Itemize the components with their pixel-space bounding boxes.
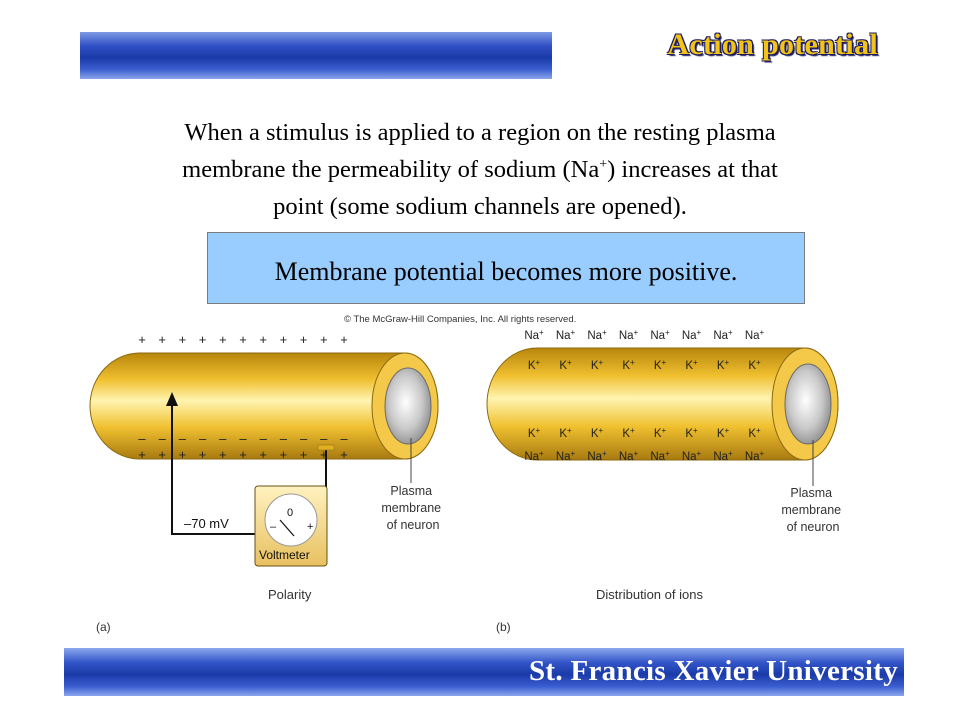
panel-a-letter: (a) [96, 620, 111, 634]
plus-sign: + [199, 447, 207, 462]
plus-sign: + [219, 447, 227, 462]
meter-needle [279, 519, 295, 537]
sodium-ion: Na+ [619, 328, 639, 342]
neuron-figure: © The McGraw-Hill Companies, Inc. All ri… [89, 314, 844, 634]
sodium-ion: Na+ [713, 449, 733, 463]
body-line-2-start: membrane the permeability of sodium (Na [182, 156, 600, 183]
sodium-ion: Na+ [556, 328, 576, 342]
sodium-ion: Na+ [745, 449, 765, 463]
footer-bar: St. Francis Xavier University [64, 648, 904, 696]
membrane-label-a-line-2: membrane [381, 501, 441, 515]
sodium-ion: Na+ [713, 328, 733, 342]
plus-sign: + [179, 447, 187, 462]
sodium-ion: Na+ [587, 449, 607, 463]
meter-plus-label: + [307, 521, 313, 533]
plus-sign: + [259, 332, 267, 347]
plus-sign: + [259, 447, 267, 462]
plus-sign: + [199, 332, 207, 347]
callout-text: Membrane potential becomes more positive… [274, 257, 738, 286]
sodium-ion: Na+ [650, 449, 670, 463]
minus-sign: – [260, 431, 268, 446]
panel-a: +++++++++++ ––––––––––– ––––––––––– ++++… [89, 332, 444, 634]
membrane-label-a-line-1: Plasma [390, 484, 432, 498]
minus-sign: – [138, 431, 146, 446]
plus-sign: + [239, 447, 247, 462]
axon-a-lumen [384, 367, 432, 445]
plus-sign: + [320, 447, 328, 462]
voltage-reading: –70 mV [184, 516, 229, 531]
body-paragraph: When a stimulus is applied to a region o… [60, 114, 900, 225]
plus-sign: + [280, 332, 288, 347]
sodium-ion: Na+ [619, 449, 639, 463]
sodium-ion: Na+ [745, 328, 765, 342]
body-line-2-end: ) increases at that [607, 156, 778, 183]
sodium-ions-top: Na+ Na+ Na+ Na+ Na+ Na+ Na+ Na+ [524, 328, 764, 342]
sodium-ions-bottom: Na+ Na+ Na+ Na+ Na+ Na+ Na+ Na+ [524, 449, 764, 463]
minus-sign: – [179, 431, 187, 446]
plus-sign: + [138, 447, 146, 462]
minus-signs-bottom-a: ––––––––––– [138, 431, 348, 446]
sodium-ion: Na+ [524, 449, 544, 463]
minus-sign: – [300, 431, 308, 446]
plus-signs-top-a: + + + + + + + + + + + [138, 332, 348, 347]
plus-signs-bottom-a: + + + + + + + + + + + [138, 447, 348, 462]
minus-sign: – [280, 431, 288, 446]
plus-sign: + [340, 447, 348, 462]
minus-sign: – [340, 431, 348, 446]
membrane-label-b-line-1: Plasma [790, 486, 832, 500]
plus-sign: + [138, 332, 146, 347]
membrane-label-b: Plasma membrane of neuron [781, 486, 844, 534]
surface-electrode [317, 444, 335, 451]
copyright-text: © The McGraw-Hill Companies, Inc. All ri… [344, 314, 576, 325]
slide-title: Action potential [667, 28, 878, 61]
membrane-label-b-line-2: membrane [781, 503, 841, 517]
plus-sign: + [219, 332, 227, 347]
sodium-ion: Na+ [587, 328, 607, 342]
voltmeter: 0 – + Voltmeter [254, 485, 328, 567]
plus-sign: + [300, 332, 308, 347]
header-bar [80, 32, 552, 79]
body-line-2: membrane the permeability of sodium (Na+… [60, 151, 900, 188]
membrane-label-b-line-3: of neuron [787, 520, 840, 534]
sodium-charge: + [599, 156, 608, 172]
plus-sign: + [280, 447, 288, 462]
panel-a-caption: Polarity [268, 587, 312, 602]
plus-sign: + [158, 447, 166, 462]
minus-sign: – [159, 431, 167, 446]
panel-b-caption: Distribution of ions [596, 587, 703, 602]
electrode-tip-arrow [166, 392, 178, 406]
body-line-3: point (some sodium channels are opened). [273, 193, 687, 220]
plus-sign: + [179, 332, 187, 347]
sodium-ion: Na+ [556, 449, 576, 463]
plus-sign: + [340, 332, 348, 347]
electrode-wire-left [171, 402, 255, 535]
plus-sign: + [300, 447, 308, 462]
voltmeter-label: Voltmeter [259, 548, 310, 562]
footer-institution: St. Francis Xavier University [528, 655, 898, 687]
sodium-ion: Na+ [650, 328, 670, 342]
body-line-1: When a stimulus is applied to a region o… [184, 119, 776, 146]
callout-box: Membrane potential becomes more positive… [207, 232, 805, 304]
panel-b-letter: (b) [496, 620, 511, 634]
axon-b-lumen [784, 363, 832, 445]
minus-sign: – [199, 431, 207, 446]
sodium-ion: Na+ [682, 328, 702, 342]
minus-sign: – [219, 431, 227, 446]
meter-minus-label: – [270, 521, 277, 533]
membrane-label-a-line-3: of neuron [387, 518, 440, 532]
plus-sign: + [158, 332, 166, 347]
plus-sign: + [320, 332, 328, 347]
panel-b: Na+Na+Na+Na+Na+Na+Na+Na+ K+K+K+K+K+K+K+K… [486, 328, 844, 634]
plus-sign: + [239, 332, 247, 347]
minus-sign: – [239, 431, 247, 446]
sodium-ion: Na+ [524, 328, 544, 342]
minus-sign: – [320, 431, 328, 446]
meter-zero-label: 0 [287, 507, 293, 519]
membrane-label-a: Plasma membrane of neuron [381, 484, 444, 532]
sodium-ion: Na+ [682, 449, 702, 463]
